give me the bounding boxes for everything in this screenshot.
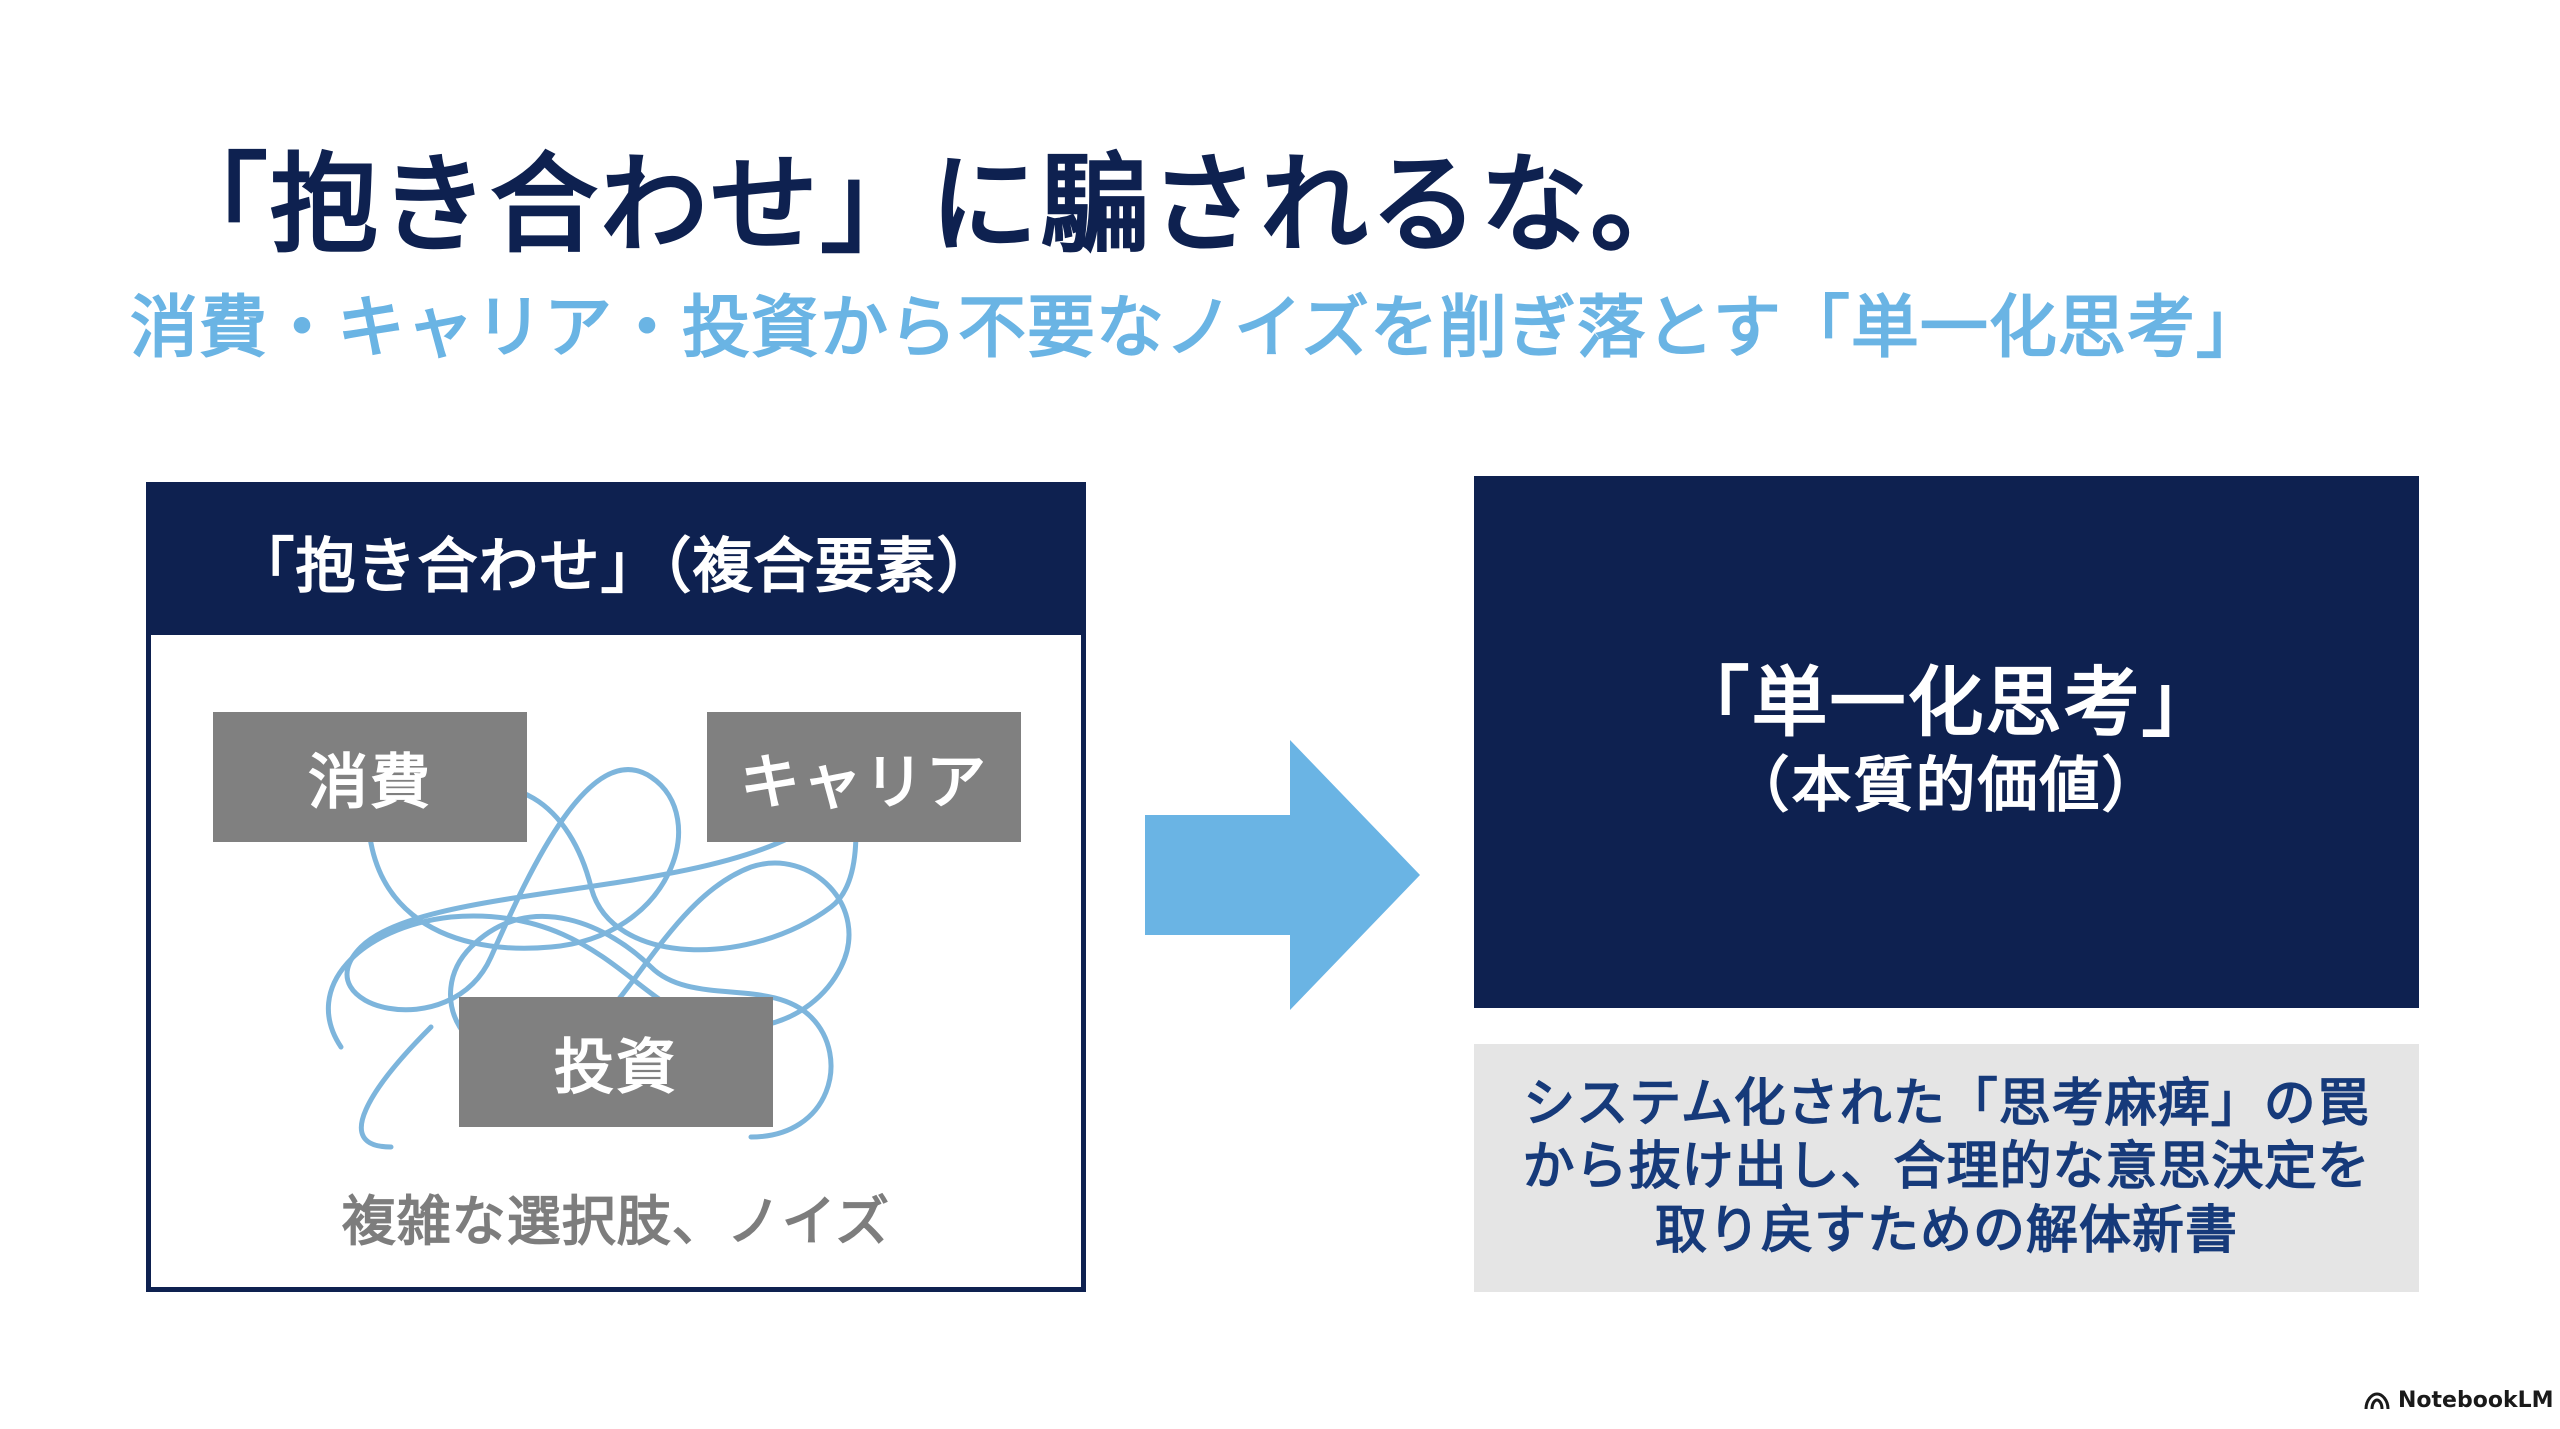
single-thinking-box: 「単一化思考」 （本質的価値） bbox=[1474, 476, 2419, 1008]
bundled-elements-panel: 「抱き合わせ」（複合要素） 消費 キャリア 投資 複雑な選択肢、ノイズ bbox=[146, 482, 1086, 1292]
career-box: キャリア bbox=[707, 712, 1021, 842]
bundled-elements-header: 「抱き合わせ」（複合要素） bbox=[151, 487, 1081, 635]
logo-text: NotebookLM bbox=[2398, 1388, 2554, 1413]
notebooklm-logo: NotebookLM bbox=[2364, 1388, 2553, 1413]
tangled-lines-graphic bbox=[326, 744, 859, 1150]
single-thinking-title: 「単一化思考」 bbox=[1673, 658, 2220, 748]
investment-box: 投資 bbox=[459, 997, 773, 1127]
description-box: システム化された「思考麻痺」の罠から抜け出し、合理的な意思決定を取り戻すための解… bbox=[1474, 1044, 2419, 1292]
single-thinking-subtitle: （本質的価値） bbox=[1729, 750, 2164, 821]
left-caption: 複雑な選択肢、ノイズ bbox=[341, 1190, 891, 1253]
page-subtitle: 消費・キャリア・投資から不要なノイズを削ぎ落とす「単一化思考」 bbox=[130, 289, 2265, 368]
page-title: 「抱き合わせ」に騙されるな。 bbox=[160, 143, 1701, 268]
notebooklm-logo-icon bbox=[2364, 1391, 2390, 1409]
description-text: システム化された「思考麻痺」の罠から抜け出し、合理的な意思決定を取り戻すための解… bbox=[1522, 1073, 2371, 1261]
consumption-box: 消費 bbox=[213, 712, 527, 842]
right-arrow-icon bbox=[1145, 740, 1420, 1010]
